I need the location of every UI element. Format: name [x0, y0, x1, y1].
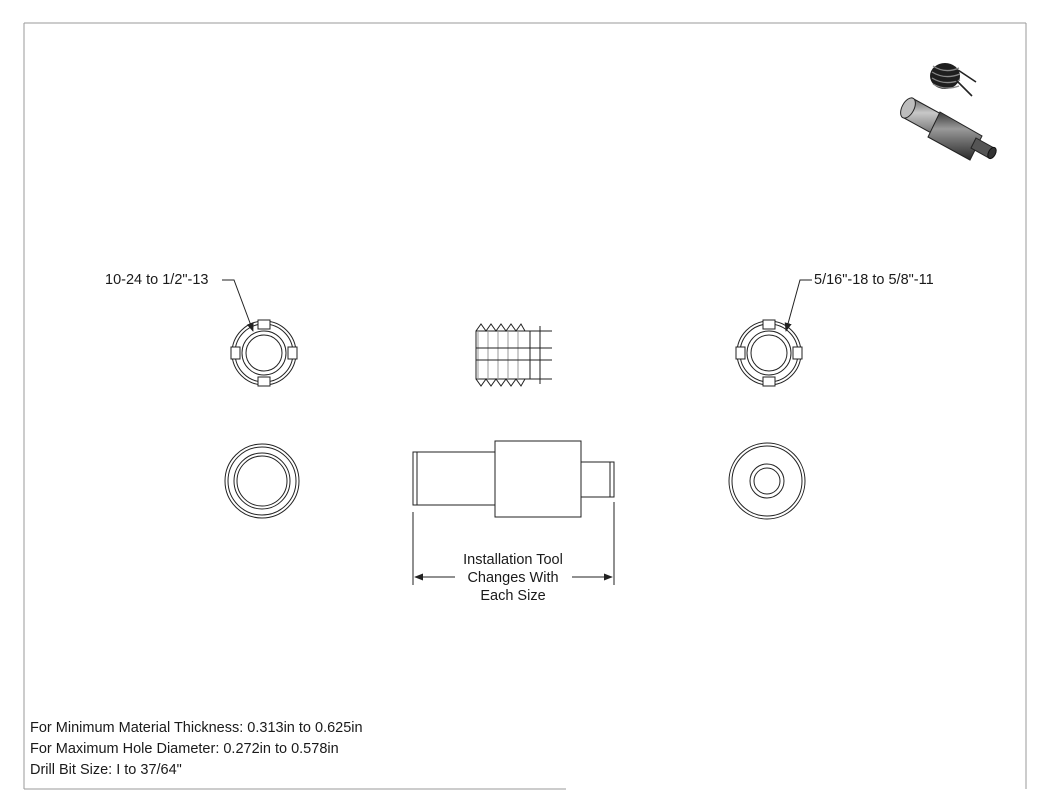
tool-dimension-line1: Installation Tool	[463, 552, 563, 568]
insert-end-view-large	[735, 319, 803, 387]
tool-length-dimension	[412, 502, 615, 585]
tool-end-view-front	[728, 442, 806, 520]
callout-leaders	[222, 279, 812, 332]
right-size-range-label: 5/16"-18 to 5/8"-11	[814, 272, 934, 288]
tool-side-view	[412, 440, 615, 518]
insert-end-view-small	[230, 319, 298, 387]
tool-preview	[900, 97, 997, 161]
min-thickness-note: For Minimum Material Thickness: 0.313in …	[30, 720, 363, 736]
spec-notes: For Minimum Material Thickness: 0.313in …	[30, 718, 363, 781]
insert-side-view	[475, 323, 552, 387]
left-size-range-label: 10-24 to 1/2"-13	[105, 272, 209, 288]
tool-dimension-line3: Each Size	[480, 588, 546, 604]
tool-end-view-back	[224, 443, 300, 519]
max-hole-note: For Maximum Hole Diameter: 0.272in to 0.…	[30, 741, 339, 757]
isometric-preview	[900, 63, 997, 161]
drill-bit-note: Drill Bit Size: I to 37/64"	[30, 762, 182, 778]
insert-coil-preview	[930, 63, 977, 97]
drawing-border	[23, 22, 1027, 790]
tool-dimension-line2: Changes With	[467, 570, 559, 586]
